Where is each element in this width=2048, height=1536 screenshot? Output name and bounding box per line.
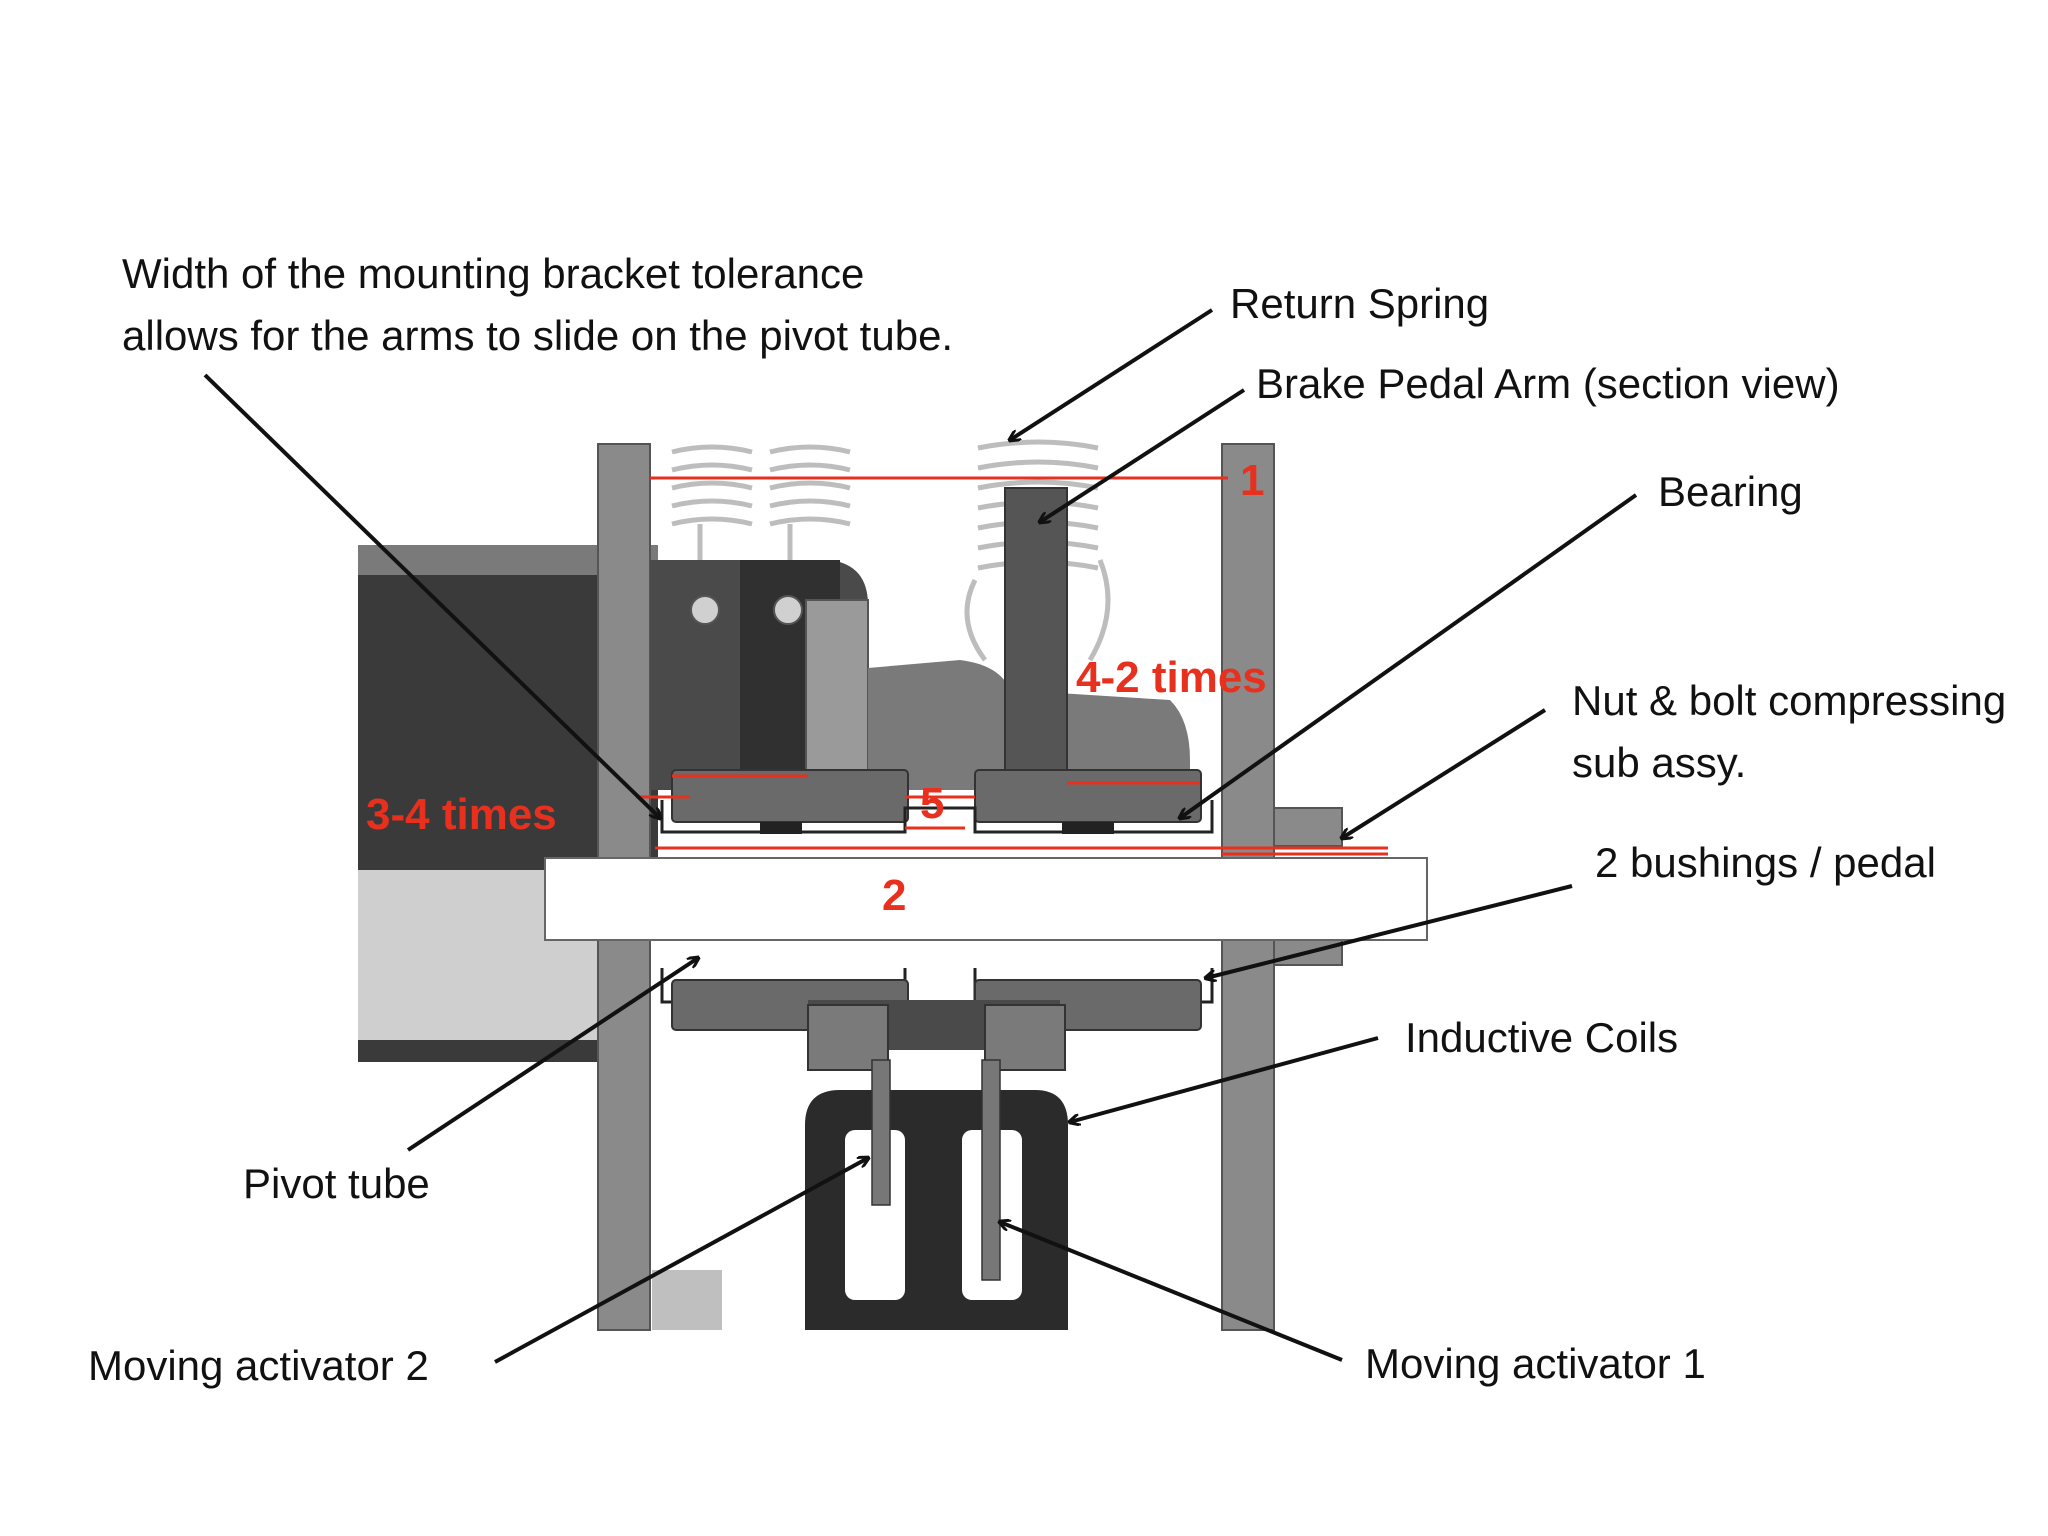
callout-moving-activator-2: Moving activator 2 [88, 1342, 429, 1389]
bracket-side-light [805, 599, 869, 791]
right-frame-plate-lower [1221, 939, 1275, 1331]
coil-mount-right [984, 1004, 1066, 1071]
callout-bracket-tolerance-line2: allows for the arms to slide on the pivo… [122, 312, 953, 359]
arrow-moving-activator-2 [494, 1158, 868, 1364]
bushing-dark-pad [760, 822, 802, 834]
coil-mount-left [807, 1004, 889, 1071]
callout-brake-pedal-arm: Brake Pedal Arm (section view) [1256, 360, 1840, 407]
assembly-drawing [358, 439, 1428, 1331]
arrow-bushings [1206, 884, 1573, 978]
dimension-lines [640, 476, 1388, 856]
arrow-inductive-coils [1070, 1036, 1379, 1122]
callout-nut-bolt-line2: sub assy. [1572, 739, 1746, 786]
callout-inductive-coils: Inductive Coils [1405, 1014, 1678, 1061]
callout-nut-bolt-line1: Nut & bolt compressing [1572, 677, 2006, 724]
callout-return-spring: Return Spring [1230, 280, 1489, 327]
arrow-moving-activator-1 [1000, 1222, 1343, 1362]
bushing-dark-pad [1062, 822, 1114, 834]
moving-activator-1-blade [981, 1059, 1001, 1281]
arrow-nut-bolt [1342, 708, 1547, 838]
bearing-left-top [671, 769, 909, 823]
inductive-coil-housing [805, 1090, 1068, 1330]
arrow-pivot-tube [406, 958, 698, 1152]
dimension-label-2: 2 [882, 871, 906, 920]
bolt-head-icon [773, 595, 803, 625]
moving-activator-2-blade [871, 1059, 891, 1206]
dimension-label-1: 1 [1240, 456, 1264, 505]
dimension-label-5: 5 [920, 779, 944, 828]
callout-moving-activator-1: Moving activator 1 [1365, 1340, 1706, 1387]
arrow-bearing [1180, 493, 1638, 818]
callout-bearing: Bearing [1658, 468, 1803, 515]
arrow-return-spring [1010, 308, 1214, 440]
left-frame-plate-lower [597, 939, 651, 1331]
arrow-bracket-tolerance [203, 373, 660, 818]
arrow-brake-pedal-arm [1040, 388, 1246, 522]
bearing-right-top [974, 769, 1202, 823]
bushing-top-outline [660, 800, 1214, 834]
callout-pivot-tube: Pivot tube [243, 1160, 430, 1207]
housing-bottom-strip [358, 1040, 598, 1062]
callout-bracket-tolerance-line1: Width of the mounting bracket tolerance [122, 250, 864, 297]
brake-pedal-arm [1004, 487, 1068, 794]
callout-arrows [203, 308, 1638, 1364]
left-frame-plate [597, 443, 651, 861]
lower-light-block [652, 1270, 722, 1330]
callout-bushings: 2 bushings / pedal [1595, 839, 1936, 886]
nut [1273, 807, 1343, 847]
bolt-head-icon [690, 595, 720, 625]
dimension-label-4: 4-2 times [1076, 653, 1267, 702]
return-spring-left [671, 444, 851, 560]
pivot-tube [544, 857, 1428, 941]
dimension-label-3: 3-4 times [366, 790, 557, 839]
right-frame-plate [1221, 443, 1275, 861]
